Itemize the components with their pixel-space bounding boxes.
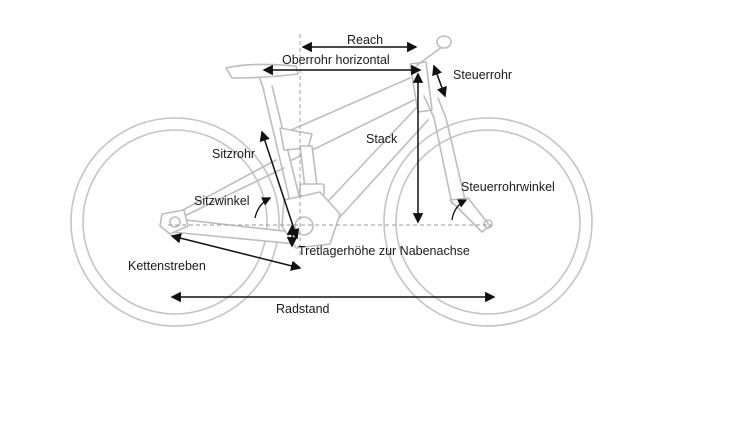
dimension-lines	[170, 41, 496, 303]
chainstay-line	[170, 233, 302, 271]
chainstays-label: Kettenstreben	[128, 259, 206, 273]
rear-dropout	[159, 209, 189, 235]
seat-tube-label: Sitzrohr	[212, 147, 255, 161]
head-tube-line	[432, 64, 447, 98]
reach-label: Reach	[347, 33, 383, 47]
front-wheel	[383, 117, 593, 327]
seat-angle-arc	[254, 197, 272, 219]
top-tube-label: Oberrohr horizontal	[282, 53, 390, 67]
head-angle-label: Steuerrohrwinkel	[461, 180, 555, 194]
handlebar	[436, 35, 452, 49]
fork	[423, 95, 467, 205]
head-tube-label: Steuerrohr	[453, 68, 512, 82]
wheelbase-label: Radstand	[276, 302, 330, 316]
labels: Reach Oberrohr horizontal Steuerrohr Sit…	[128, 33, 555, 316]
seat-angle-label: Sitzwinkel	[194, 194, 250, 208]
head-angle-arc	[451, 199, 468, 221]
bb-drop-label: Tretlagerhöhe zur Nabenachse	[298, 244, 470, 258]
down-tube	[315, 105, 429, 229]
fork-lower	[449, 197, 491, 233]
seat-tube-line	[259, 130, 300, 240]
stack-label: Stack	[366, 132, 398, 146]
